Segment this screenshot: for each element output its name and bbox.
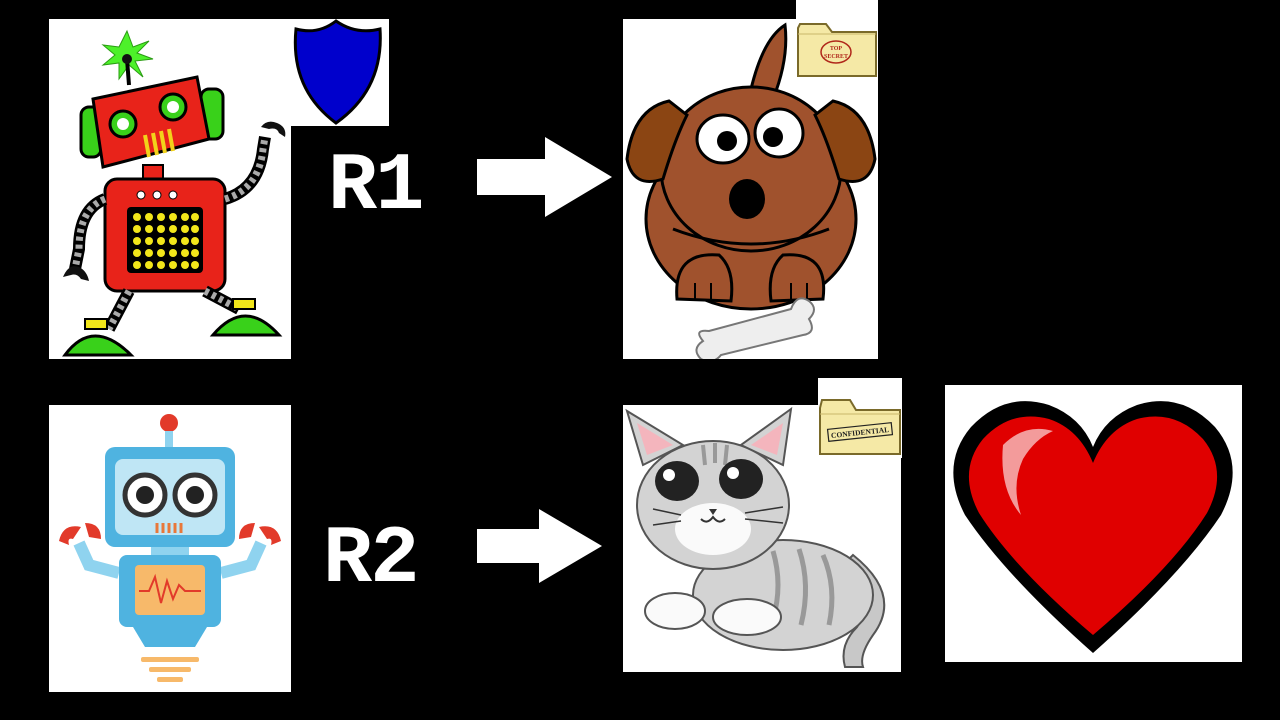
right-arrow-icon (477, 509, 602, 583)
top-secret-folder-badge: TOP SECRET (796, 0, 878, 80)
heart-image (945, 385, 1242, 662)
dog-image (623, 19, 878, 359)
blue-robot-icon (59, 414, 281, 682)
right-arrow-icon (477, 137, 612, 217)
rule-label-r2: R2 (323, 513, 419, 606)
cat-image (623, 405, 901, 672)
shield-icon (293, 19, 382, 125)
cat-icon (625, 406, 886, 668)
blue-robot-image (49, 405, 291, 692)
folder-icon: TOP SECRET (797, 23, 877, 77)
confidential-folder-badge: CONFIDENTIAL (818, 378, 902, 458)
shield-badge (286, 19, 389, 126)
folder-icon: CONFIDENTIAL (819, 399, 901, 455)
dog-icon (625, 22, 877, 359)
red-robot-image (49, 19, 291, 359)
rule-label-r1: R1 (328, 140, 424, 233)
folder-stamp-line-2: SECRET (824, 54, 848, 60)
red-robot-icon (62, 29, 286, 357)
folder-stamp-line-1: TOP (830, 46, 843, 52)
heart-icon (953, 401, 1233, 653)
